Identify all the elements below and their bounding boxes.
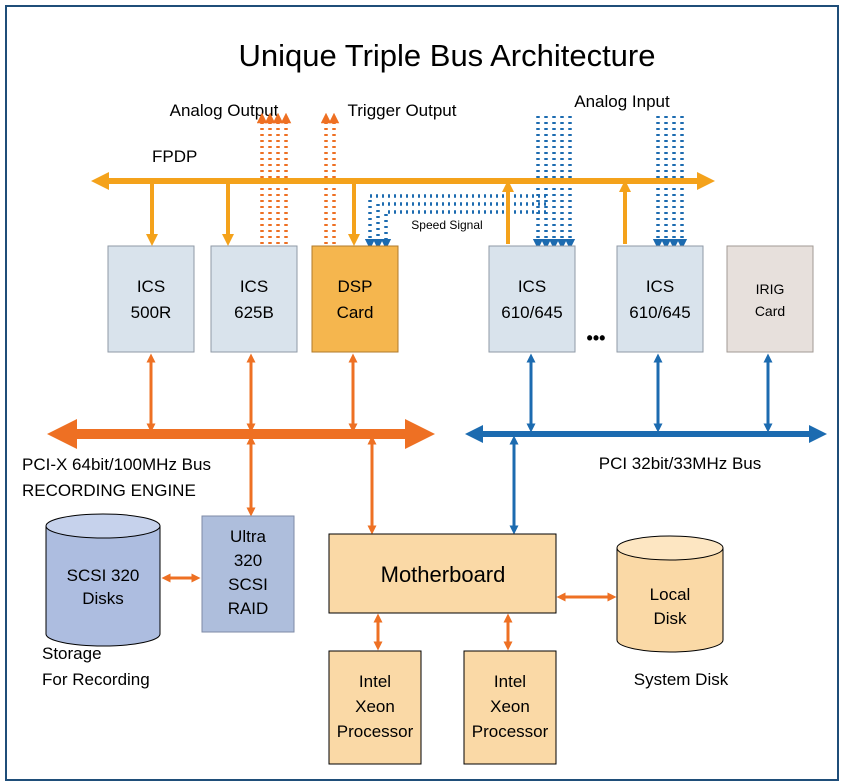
outer-border	[5, 5, 839, 781]
svg-text:625B: 625B	[234, 303, 274, 322]
cpu-2: Intel Xeon Processor	[463, 650, 557, 765]
svg-text:Intel: Intel	[359, 672, 391, 691]
card-bus-links-blue	[526, 353, 773, 433]
pci-bus-label: PCI 32bit/33MHz Bus	[599, 454, 762, 473]
pcix-bus-label: PCI-X 64bit/100MHz Bus	[22, 455, 211, 474]
svg-text:Processor: Processor	[337, 722, 414, 741]
fpdp-connections	[146, 180, 631, 246]
recording-engine-label: RECORDING ENGINE	[22, 481, 196, 500]
svg-text:SCSI: SCSI	[228, 575, 268, 594]
bus-down-links	[246, 435, 519, 535]
svg-text:Disks: Disks	[82, 589, 124, 608]
svg-text:Ultra: Ultra	[230, 527, 266, 546]
cpu-1: Intel Xeon Processor	[328, 650, 422, 765]
card-ics-500r: ICS 500R	[107, 245, 195, 353]
storage-label: Storage	[42, 644, 102, 663]
svg-text:ICS: ICS	[137, 277, 165, 296]
svg-text:Xeon: Xeon	[490, 697, 530, 716]
speed-signal-label: Speed Signal	[411, 218, 482, 232]
card-ics-625b: ICS 625B	[210, 245, 298, 353]
svg-text:500R: 500R	[131, 303, 172, 322]
scsi-disks: SCSI 320 Disks	[45, 513, 161, 647]
card-irig: IRIG Card	[726, 245, 814, 353]
svg-text:Intel: Intel	[494, 672, 526, 691]
speed-signal-lines	[364, 194, 546, 250]
ellipsis: •••	[587, 328, 606, 348]
card-dsp: DSP Card	[311, 245, 399, 353]
motherboard-cpu-links	[373, 613, 513, 651]
svg-text:Motherboard: Motherboard	[381, 562, 506, 587]
fpdp-label: FPDP	[152, 147, 197, 166]
card-ics-610-645-a: ICS 610/645	[488, 245, 576, 353]
svg-text:ICS: ICS	[646, 277, 674, 296]
svg-text:Local: Local	[650, 585, 691, 604]
svg-text:ICS: ICS	[518, 277, 546, 296]
svg-text:RAID: RAID	[228, 599, 269, 618]
for-recording-label: For Recording	[42, 670, 150, 689]
svg-text:320: 320	[234, 551, 262, 570]
motherboard: Motherboard	[328, 533, 557, 614]
system-disk-label: System Disk	[634, 670, 729, 689]
svg-text:SCSI 320: SCSI 320	[67, 566, 140, 585]
card-bus-links-orange	[146, 353, 358, 433]
svg-text:Card: Card	[337, 303, 374, 322]
analog-input-label: Analog Input	[574, 92, 670, 111]
svg-text:ICS: ICS	[240, 277, 268, 296]
svg-text:DSP: DSP	[338, 277, 373, 296]
diagram-title: Unique Triple Bus Architecture	[239, 38, 656, 73]
analog-output-label: Analog Output	[170, 101, 279, 120]
svg-text:Disk: Disk	[653, 609, 687, 628]
trigger-output-label: Trigger Output	[348, 101, 457, 120]
svg-text:610/645: 610/645	[501, 303, 562, 322]
svg-text:Xeon: Xeon	[355, 697, 395, 716]
svg-text:610/645: 610/645	[629, 303, 690, 322]
card-ics-610-645-b: ICS 610/645	[616, 245, 704, 353]
svg-text:IRIG: IRIG	[756, 281, 785, 297]
svg-text:Card: Card	[755, 303, 785, 319]
local-disk: Local Disk	[616, 535, 724, 653]
svg-text:Processor: Processor	[472, 722, 549, 741]
scsi-raid: Ultra 320 SCSI RAID	[201, 515, 295, 633]
